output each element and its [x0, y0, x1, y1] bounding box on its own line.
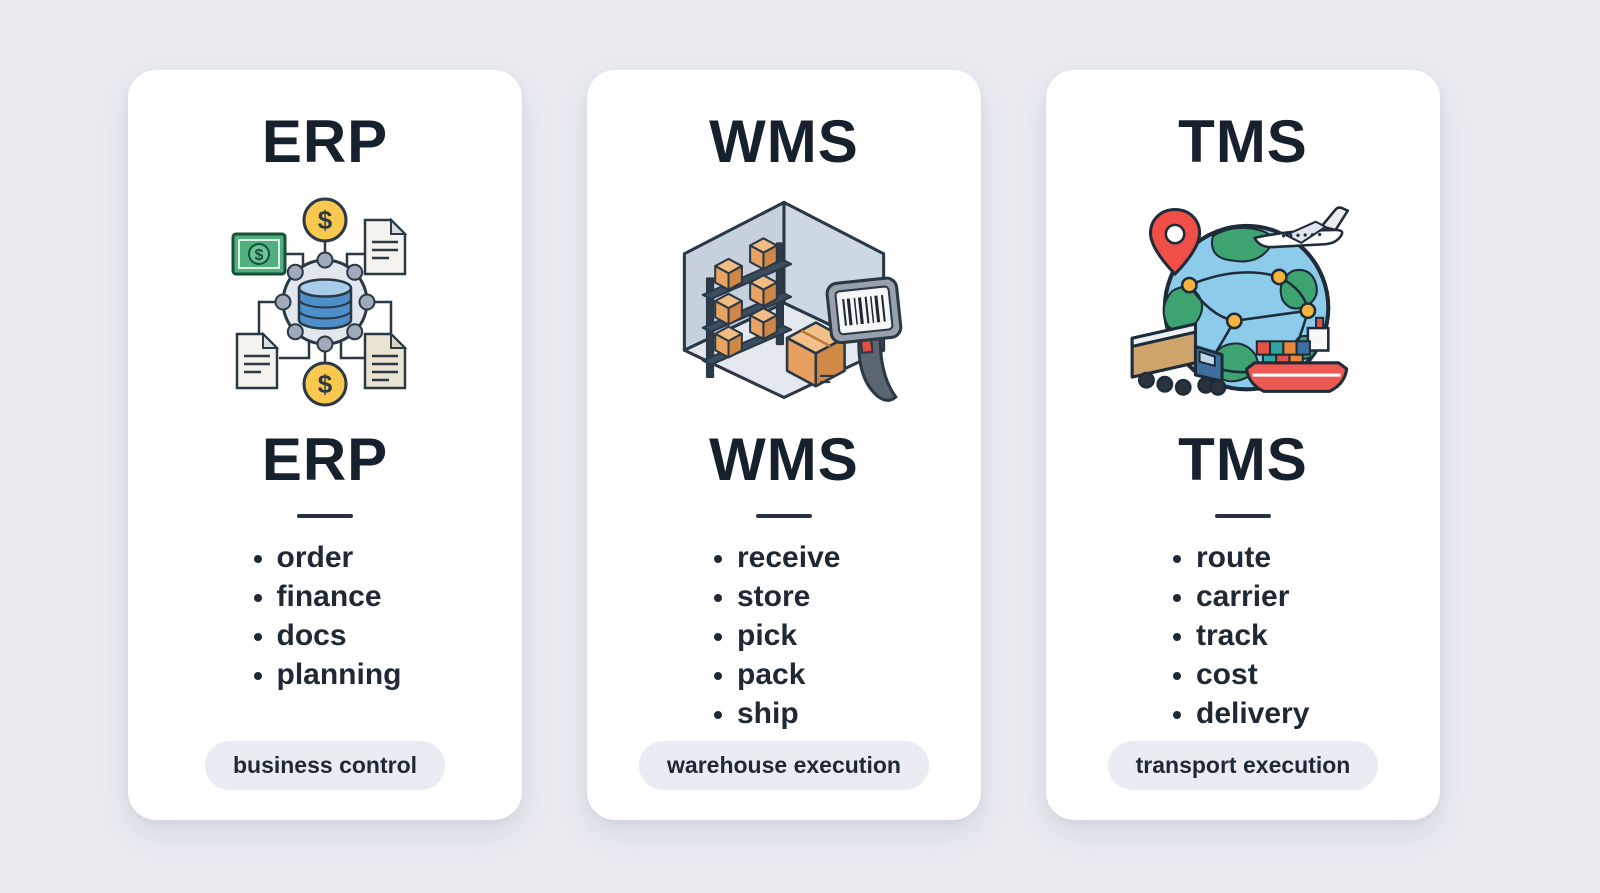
card-tms: TMS: [1046, 70, 1440, 820]
badge-warehouse-execution: warehouse execution: [639, 741, 929, 790]
wms-feature-list: receivestorepickpackship: [709, 538, 859, 733]
svg-text:$: $: [318, 369, 333, 399]
globe-logistics-icon: [1130, 205, 1349, 396]
list-item: order: [277, 538, 402, 577]
location-pin-icon: [1148, 207, 1201, 276]
divider: [756, 514, 812, 518]
card-title-tms: TMS: [1178, 108, 1308, 175]
truck-icon: [1130, 321, 1226, 396]
list-item: track: [1196, 616, 1318, 655]
card-subtitle-tms: TMS: [1178, 426, 1308, 493]
floor-box: [785, 321, 846, 388]
card-erp: ERP: [128, 70, 522, 820]
document-icon: [363, 217, 408, 276]
list-item: route: [1196, 538, 1318, 577]
card-subtitle-erp: ERP: [261, 426, 389, 493]
erp-network-icon: $ $ $: [231, 197, 408, 407]
card-title-wms: WMS: [709, 108, 859, 175]
list-item: store: [737, 577, 859, 616]
list-item: carrier: [1196, 577, 1318, 616]
barcode-scanner-icon: [825, 276, 903, 402]
banknote-icon: $: [231, 232, 287, 276]
cargo-ship-icon: [1244, 316, 1348, 393]
database-icon: [297, 278, 353, 330]
divider: [1215, 514, 1271, 518]
warehouse-icon: [682, 200, 903, 402]
svg-text:$: $: [318, 205, 333, 235]
coin-icon: $: [302, 197, 348, 243]
erp-hub-nodes: [274, 251, 376, 353]
card-subtitle-wms: WMS: [709, 426, 859, 493]
list-item: pack: [737, 655, 859, 694]
document-icon: [363, 331, 408, 390]
badge-transport-execution: transport execution: [1107, 741, 1379, 790]
erp-illustration: $ $ $: [225, 188, 425, 416]
list-item: pick: [737, 616, 859, 655]
tms-feature-list: routecarriertrackcostdelivery: [1168, 538, 1318, 733]
shelf-boxes: [714, 237, 778, 359]
card-title-erp: ERP: [261, 108, 389, 175]
airplane-icon: [1252, 205, 1349, 248]
document-icon: [235, 331, 280, 390]
list-item: planning: [277, 655, 402, 694]
card-row: ERP: [128, 70, 1440, 820]
list-item: cost: [1196, 655, 1318, 694]
tms-illustration: [1126, 188, 1361, 416]
badge-business-control: business control: [204, 741, 446, 790]
coin-icon: $: [302, 361, 348, 407]
wms-illustration: [655, 188, 913, 416]
list-item: delivery: [1196, 694, 1318, 733]
card-wms: WMS: [587, 70, 981, 820]
svg-text:$: $: [255, 247, 264, 264]
list-item: docs: [277, 616, 402, 655]
list-item: receive: [737, 538, 859, 577]
divider: [297, 514, 353, 518]
erp-feature-list: orderfinancedocsplanning: [249, 538, 402, 694]
list-item: ship: [737, 694, 859, 733]
list-item: finance: [277, 577, 402, 616]
